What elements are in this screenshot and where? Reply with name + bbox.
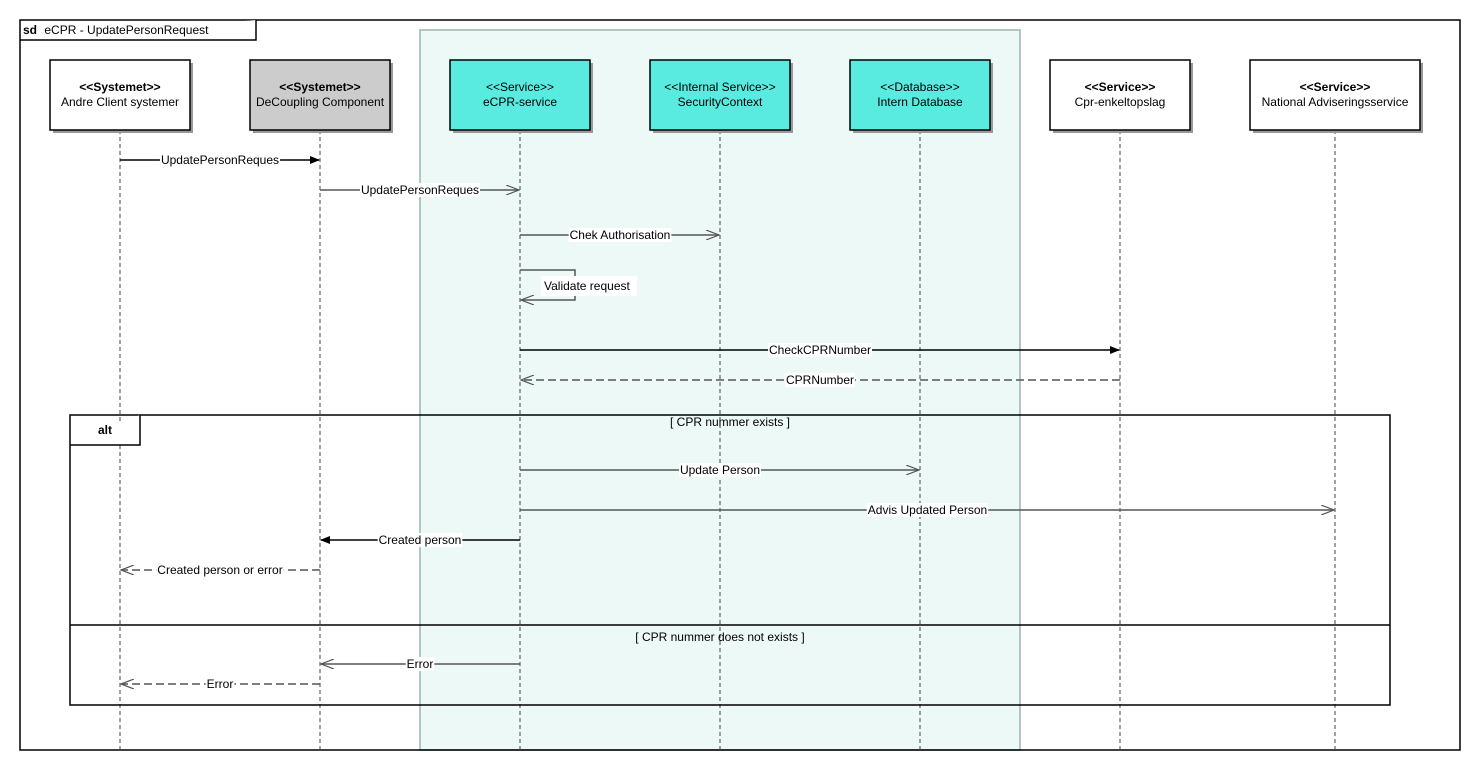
lifeline-andre: <<Systemet>>Andre Client systemer bbox=[49, 59, 193, 750]
message-label-alt-0-0: Update Person bbox=[680, 463, 760, 477]
message-label-bg-top-3 bbox=[541, 276, 637, 296]
alt-fragment: alt [ CPR nummer exists ] [ CPR nummer d… bbox=[69, 414, 1391, 706]
lifeline-stereotype-decoup: <<Systemet>> bbox=[279, 80, 360, 94]
message-alt-1-1: Error bbox=[121, 677, 320, 691]
message-label-bg-alt-0-0 bbox=[678, 463, 762, 477]
lifeline-name-db: Intern Database bbox=[877, 95, 963, 109]
message-label-alt-0-2: Created person bbox=[379, 533, 462, 547]
frame-title-text: eCPR - UpdatePersonRequest bbox=[44, 23, 209, 37]
lifeline-security: <<Internal Service>>SecurityContext bbox=[649, 59, 793, 750]
message-top-0: UpdatePersonReques bbox=[120, 153, 320, 167]
messages-layer: UpdatePersonRequesUpdatePersonRequesChek… bbox=[120, 153, 1334, 691]
lifeline-stereotype-andre: <<Systemet>> bbox=[79, 80, 160, 94]
message-alt-1-0: Error bbox=[321, 657, 520, 671]
lifeline-decoup: <<Systemet>>DeCoupling Component bbox=[249, 59, 393, 750]
lifeline-box-andre bbox=[49, 59, 191, 131]
message-label-bg-alt-0-2 bbox=[377, 533, 463, 547]
alt-operator-label: alt bbox=[98, 423, 112, 437]
message-label-bg-alt-1-0 bbox=[405, 657, 435, 671]
lifeline-box-cpr bbox=[1049, 59, 1191, 131]
message-label-top-3: Validate request bbox=[544, 279, 631, 293]
lifeline-db: <<Database>>Intern Database bbox=[849, 59, 993, 750]
message-top-4: CheckCPRNumber bbox=[520, 343, 1120, 357]
message-label-bg-alt-1-1 bbox=[205, 677, 235, 691]
alt-fragment-box bbox=[69, 414, 1391, 706]
message-alt-0-2: Created person bbox=[320, 533, 520, 547]
guard-cpr-not-exists: [ CPR nummer does not exists ] bbox=[635, 630, 804, 644]
lifelines-layer: <<Systemet>>Andre Client systemer<<Syste… bbox=[49, 59, 1423, 750]
message-label-bg-top-4 bbox=[767, 343, 873, 357]
message-alt-0-0: Update Person bbox=[520, 463, 919, 477]
message-label-top-5: CPRNumber bbox=[786, 373, 854, 387]
message-label-bg-top-2 bbox=[568, 228, 672, 242]
lifeline-stereotype-ecpr: <<Service>> bbox=[486, 80, 554, 94]
lifeline-name-security: SecurityContext bbox=[678, 95, 763, 109]
message-top-5: CPRNumber bbox=[521, 373, 1120, 387]
guard-cpr-exists: [ CPR nummer exists ] bbox=[670, 415, 790, 429]
message-label-top-0: UpdatePersonReques bbox=[161, 153, 279, 167]
lifeline-name-ecpr: eCPR-service bbox=[483, 95, 557, 109]
lifeline-national: <<Service>>National Adviseringsservice bbox=[1249, 59, 1423, 750]
message-label-bg-alt-0-1 bbox=[866, 503, 989, 517]
message-label-alt-0-1: Advis Updated Person bbox=[868, 503, 987, 517]
message-alt-0-1: Advis Updated Person bbox=[520, 503, 1334, 517]
lifeline-name-national: National Adviseringsservice bbox=[1262, 95, 1409, 109]
lifeline-box-db bbox=[849, 59, 991, 131]
message-top-2: Chek Authorisation bbox=[520, 228, 719, 242]
frame-keyword: sd bbox=[23, 23, 37, 37]
lifeline-name-cpr: Cpr-enkeltopslag bbox=[1075, 95, 1166, 109]
message-top-3: Validate request bbox=[520, 269, 637, 300]
message-alt-0-3: Created person or error bbox=[121, 563, 320, 577]
message-label-alt-1-0: Error bbox=[407, 657, 434, 671]
message-label-top-2: Chek Authorisation bbox=[570, 228, 671, 242]
message-label-alt-1-1: Error bbox=[207, 677, 234, 691]
message-label-bg-alt-0-3 bbox=[156, 563, 284, 577]
message-label-alt-0-3: Created person or error bbox=[157, 563, 282, 577]
message-label-top-1: UpdatePersonReques bbox=[361, 183, 479, 197]
lifeline-box-ecpr bbox=[449, 59, 591, 131]
message-label-bg-top-1 bbox=[359, 183, 481, 197]
message-label-bg-top-0 bbox=[159, 153, 281, 167]
diagram-frame bbox=[19, 19, 1461, 751]
lifeline-ecpr: <<Service>>eCPR-service bbox=[449, 59, 593, 750]
lifeline-name-andre: Andre Client systemer bbox=[61, 95, 179, 109]
lifeline-stereotype-security: <<Internal Service>> bbox=[664, 80, 775, 94]
lifeline-stereotype-db: <<Database>> bbox=[880, 80, 959, 94]
lifeline-box-decoup bbox=[249, 59, 391, 131]
lifeline-box-security bbox=[649, 59, 791, 131]
message-label-top-4: CheckCPRNumber bbox=[769, 343, 871, 357]
lifeline-stereotype-national: <<Service>> bbox=[1300, 80, 1371, 94]
frame-title-tab bbox=[20, 20, 257, 41]
message-label-bg-top-5 bbox=[784, 373, 856, 387]
frame-title: sd eCPR - UpdatePersonRequest bbox=[23, 23, 209, 37]
message-top-1: UpdatePersonReques bbox=[320, 183, 519, 197]
alt-operator-tab bbox=[70, 415, 141, 446]
lifeline-stereotype-cpr: <<Service>> bbox=[1085, 80, 1156, 94]
lifeline-cpr: <<Service>>Cpr-enkeltopslag bbox=[1049, 59, 1193, 750]
lifeline-box-national bbox=[1249, 59, 1421, 131]
lifeline-name-decoup: DeCoupling Component bbox=[256, 95, 385, 109]
